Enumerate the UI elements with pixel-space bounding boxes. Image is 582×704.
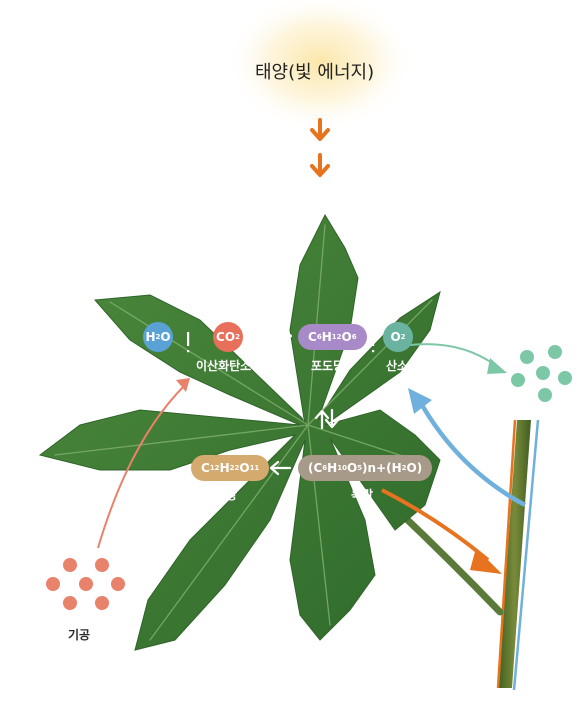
stomata-label: 기공	[68, 628, 91, 642]
stomata-to-co2-arrowhead	[176, 378, 190, 392]
reaction-arrows	[269, 328, 340, 476]
sun-glow	[225, 0, 415, 132]
oxygen-release-arrow	[409, 343, 496, 366]
plus-markers	[187, 332, 375, 353]
water-label: 물	[150, 359, 162, 373]
oxygen-label: 산소	[386, 359, 409, 373]
stomata-dots	[46, 558, 125, 610]
plant-stem	[496, 419, 540, 691]
oxygen-dots	[511, 345, 572, 402]
starch-label: 녹말	[351, 488, 374, 502]
stomata-to-co2-arrow	[97, 384, 186, 549]
glucose-label: 포도당	[311, 359, 345, 373]
starch-transport-arrowhead	[470, 548, 502, 574]
water-transport-arrowhead	[408, 388, 432, 414]
co2-label: 이산화탄소	[196, 359, 252, 373]
sunlight-arrows	[310, 118, 330, 177]
oxygen-release-arrowhead	[487, 358, 507, 374]
sucrose-label: 설탕	[215, 488, 238, 502]
leaf-veins	[54, 224, 433, 641]
sun-label: 태양(빛 에너지)	[255, 62, 375, 83]
water-transport-arrow	[420, 403, 527, 507]
